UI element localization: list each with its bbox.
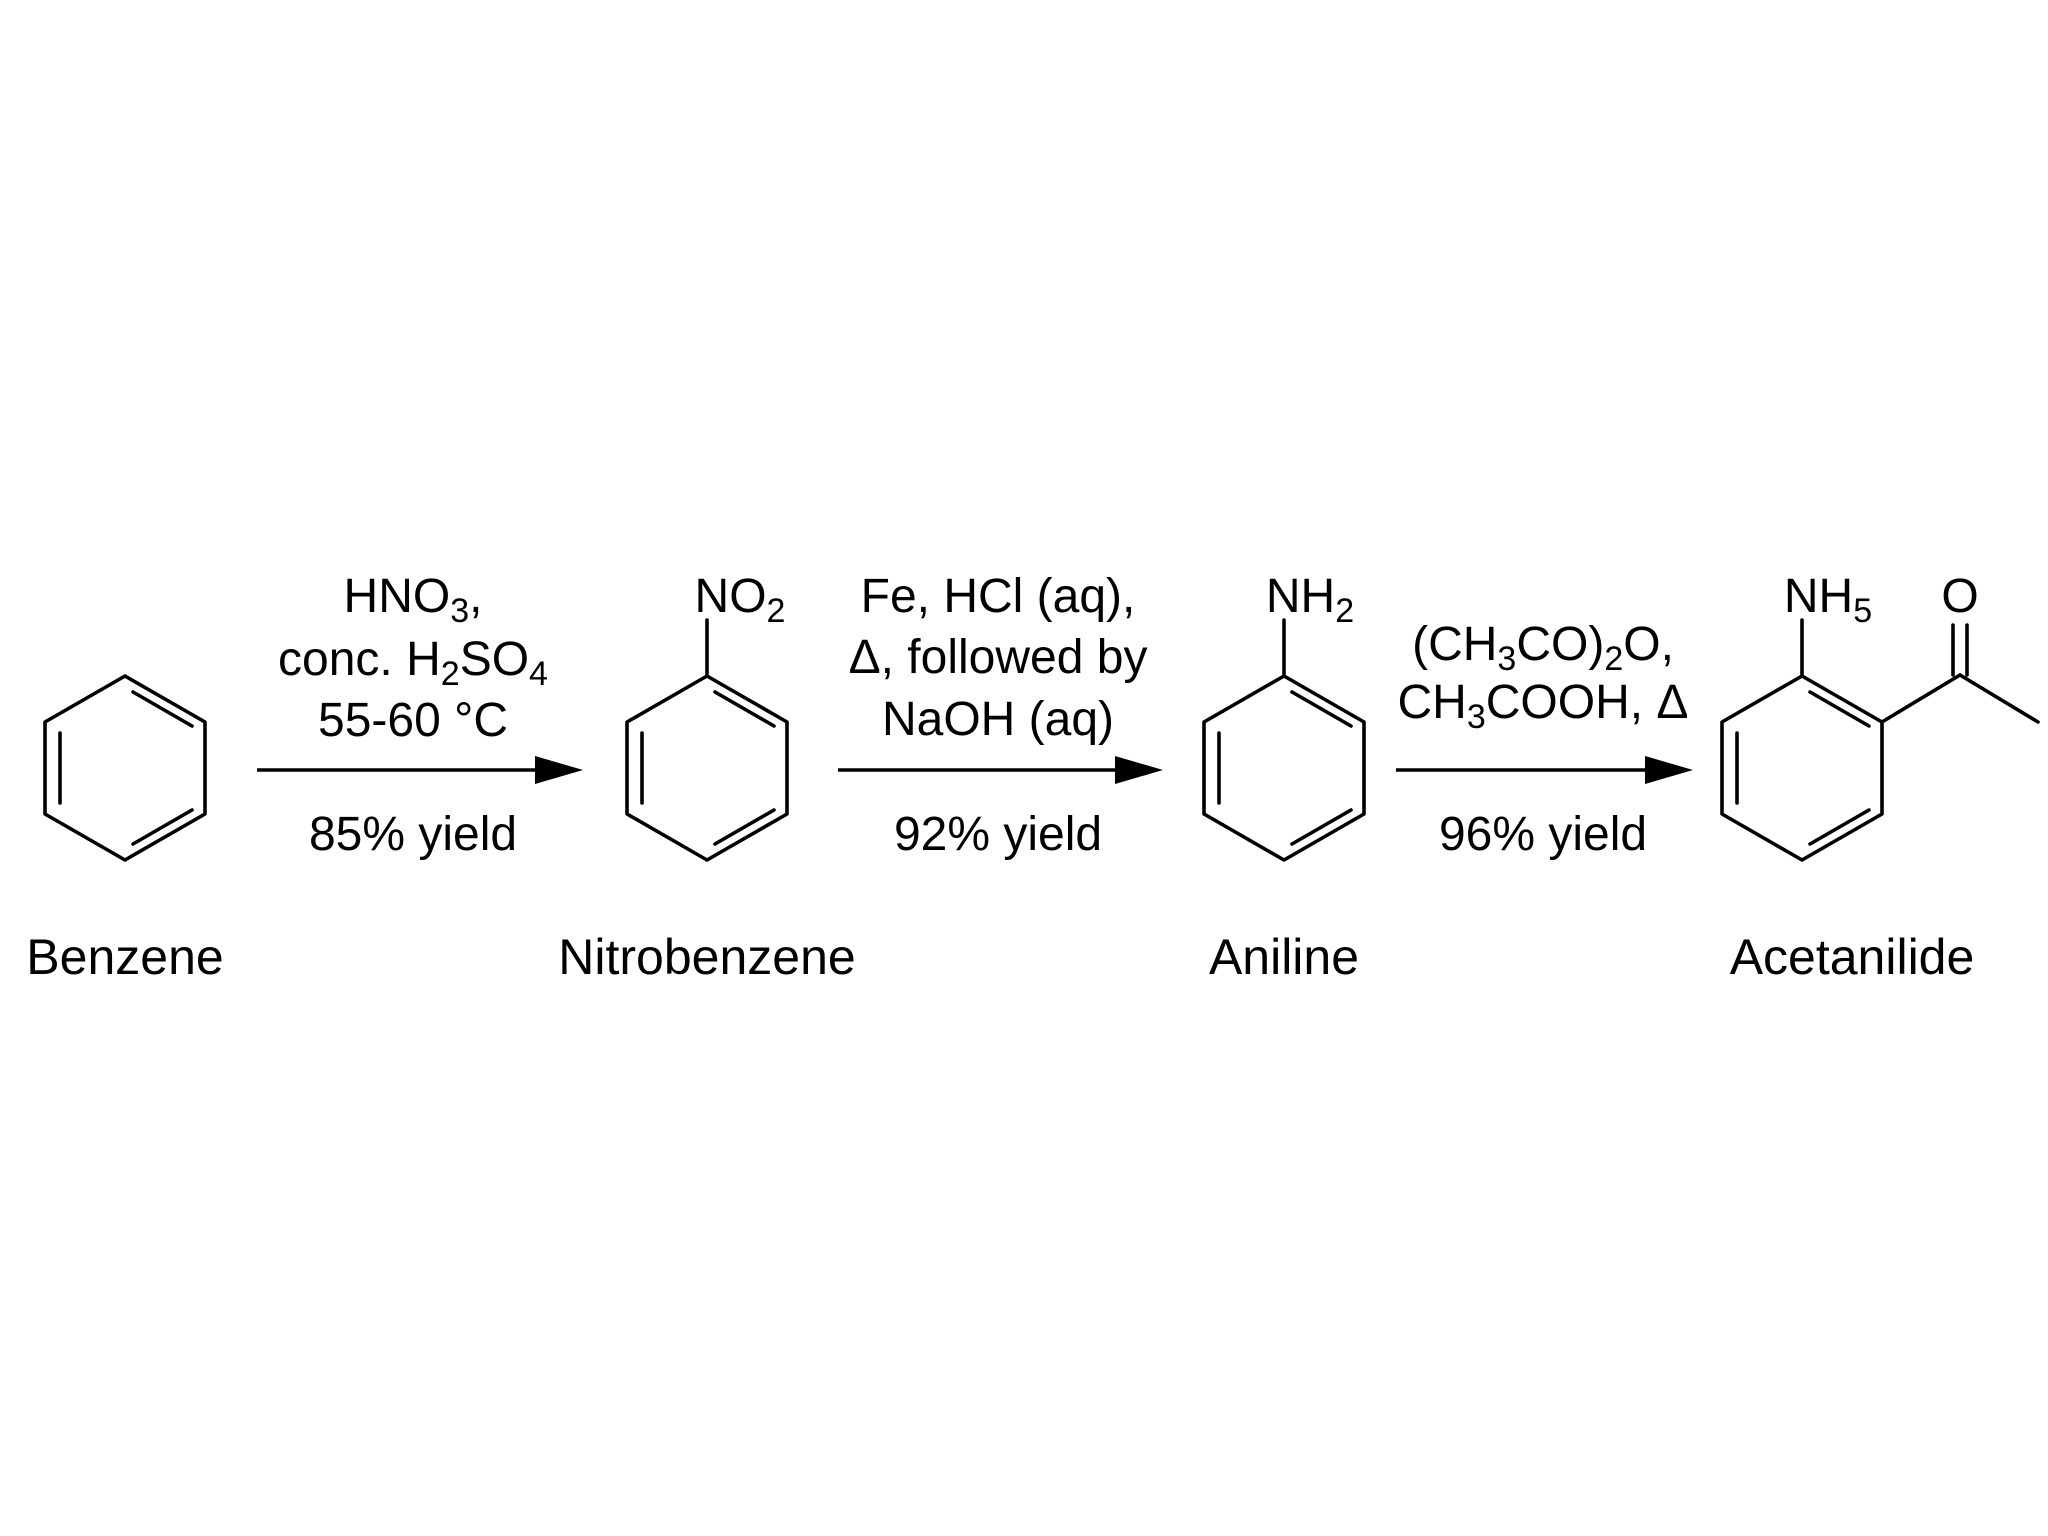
acyl-bond	[1880, 673, 1962, 724]
methyl-bond	[1958, 673, 2040, 724]
step1-condition-line-1: HNO3,	[344, 570, 483, 630]
step2-condition-line-2: Δ, followed by	[849, 631, 1148, 684]
reaction-step-1: HNO3, conc. H2SO4 55-60 °C 85% yield	[257, 570, 583, 861]
double-bond	[131, 808, 194, 846]
double-bond	[1290, 808, 1353, 846]
step3-yield: 96% yield	[1439, 808, 1647, 861]
compound-name-nitrobenzene: Nitrobenzene	[558, 929, 855, 985]
reaction-arrow-head	[535, 756, 583, 784]
double-bond	[131, 690, 194, 728]
reaction-step-3: (CH3CO)2O, CH3COOH, Δ 96% yield	[1396, 618, 1693, 861]
double-bond	[713, 808, 776, 846]
step2-condition-line-1: Fe, HCl (aq),	[861, 570, 1136, 623]
step3-condition-line-1: (CH3CO)2O,	[1412, 618, 1674, 678]
benzene-ring	[43, 674, 207, 862]
step1-condition-line-3: 55-60 °C	[318, 694, 508, 747]
benzene-ring	[1202, 674, 1366, 862]
step3-condition-line-2: CH3COOH, Δ	[1398, 676, 1689, 736]
nitro-group-label: NO2	[695, 570, 786, 630]
double-bond	[1808, 690, 1871, 728]
compound-name-aniline: Aniline	[1209, 929, 1359, 985]
reaction-arrow-head	[1115, 756, 1163, 784]
amino-group-label: NH5	[1784, 570, 1872, 630]
reaction-arrow-head	[1645, 756, 1693, 784]
benzene-ring	[1720, 674, 1884, 862]
nitrobenzene-structure	[625, 618, 789, 862]
step2-yield: 92% yield	[894, 808, 1102, 861]
amino-group-label: NH2	[1266, 570, 1354, 630]
double-bond	[1290, 690, 1353, 728]
benzene-ring	[625, 674, 789, 862]
step1-yield: 85% yield	[309, 808, 517, 861]
step2-condition-line-3: NaOH (aq)	[882, 693, 1114, 746]
double-bond	[1808, 808, 1871, 846]
compound-name-benzene: Benzene	[26, 929, 223, 985]
double-bond	[713, 690, 776, 728]
reaction-step-2: Fe, HCl (aq), Δ, followed by NaOH (aq) 9…	[838, 570, 1163, 861]
step1-condition-line-2: conc. H2SO4	[278, 633, 548, 693]
aniline-structure	[1202, 618, 1366, 862]
compound-name-acetanilide: Acetanilide	[1730, 929, 1975, 985]
benzene-structure	[43, 674, 207, 862]
carbonyl-oxygen-label: O	[1941, 570, 1978, 623]
acetanilide-structure	[1720, 618, 2040, 862]
